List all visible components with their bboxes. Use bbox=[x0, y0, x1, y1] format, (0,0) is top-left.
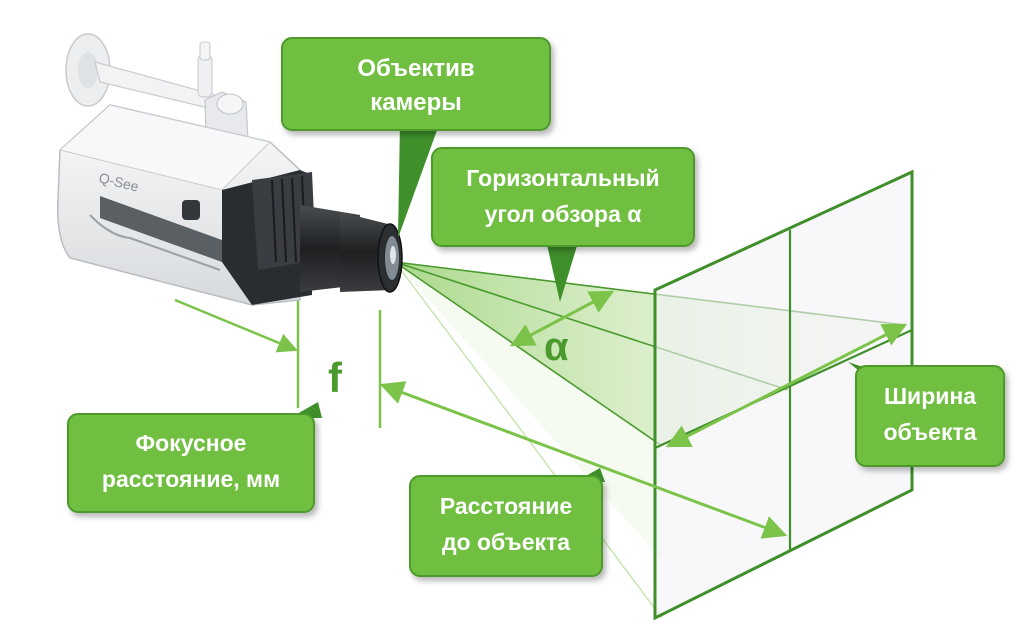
callout-angle: Горизонтальный угол обзора α bbox=[431, 147, 695, 302]
svg-text:Фокусное: Фокусное bbox=[136, 430, 247, 456]
svg-text:Объектив: Объектив bbox=[357, 55, 474, 82]
callout-distance-line1: Расстояние bbox=[440, 493, 572, 519]
svg-text:объекта: объекта bbox=[883, 419, 976, 445]
focal-length-symbol: f bbox=[328, 354, 343, 401]
callout-lens-line2: камеры bbox=[370, 89, 462, 116]
focal-length-marker bbox=[174, 282, 382, 428]
callout-width-line2: объекта bbox=[883, 419, 976, 445]
callout-distance: Расстояние до объекта bbox=[409, 468, 605, 577]
distance-arrow bbox=[379, 381, 788, 539]
callout-object-width: Ширина объекта bbox=[848, 362, 1005, 467]
svg-text:Ширина: Ширина bbox=[884, 383, 976, 409]
callout-lens-line1: Объектив bbox=[357, 55, 474, 82]
callout-focal-line2: расстояние, мм bbox=[102, 466, 280, 492]
callout-focal-length: Фокусное расстояние, мм bbox=[67, 402, 322, 513]
callout-width-line1: Ширина bbox=[884, 383, 976, 409]
callout-angle-line1: Горизонтальный bbox=[466, 165, 659, 191]
callout-focal-line1: Фокусное bbox=[136, 430, 247, 456]
callout-distance-line2: до объекта bbox=[442, 529, 570, 555]
camera-lens bbox=[300, 205, 403, 293]
angle-arrow bbox=[509, 290, 615, 347]
svg-text:Расстояние: Расстояние bbox=[440, 493, 572, 519]
svg-text:Горизонтальный: Горизонтальный bbox=[466, 165, 659, 191]
angle-symbol: α bbox=[544, 325, 569, 369]
callout-angle-line2: угол обзора α bbox=[485, 201, 642, 227]
svg-text:камеры: камеры bbox=[370, 89, 462, 116]
svg-text:расстояние, мм: расстояние, мм bbox=[102, 466, 280, 492]
cctv-camera: Q-See bbox=[57, 33, 403, 306]
svg-text:угол обзора α: угол обзора α bbox=[485, 201, 642, 227]
callout-lens: Объектив камеры bbox=[281, 37, 551, 238]
svg-text:до объекта: до объекта bbox=[442, 529, 570, 555]
